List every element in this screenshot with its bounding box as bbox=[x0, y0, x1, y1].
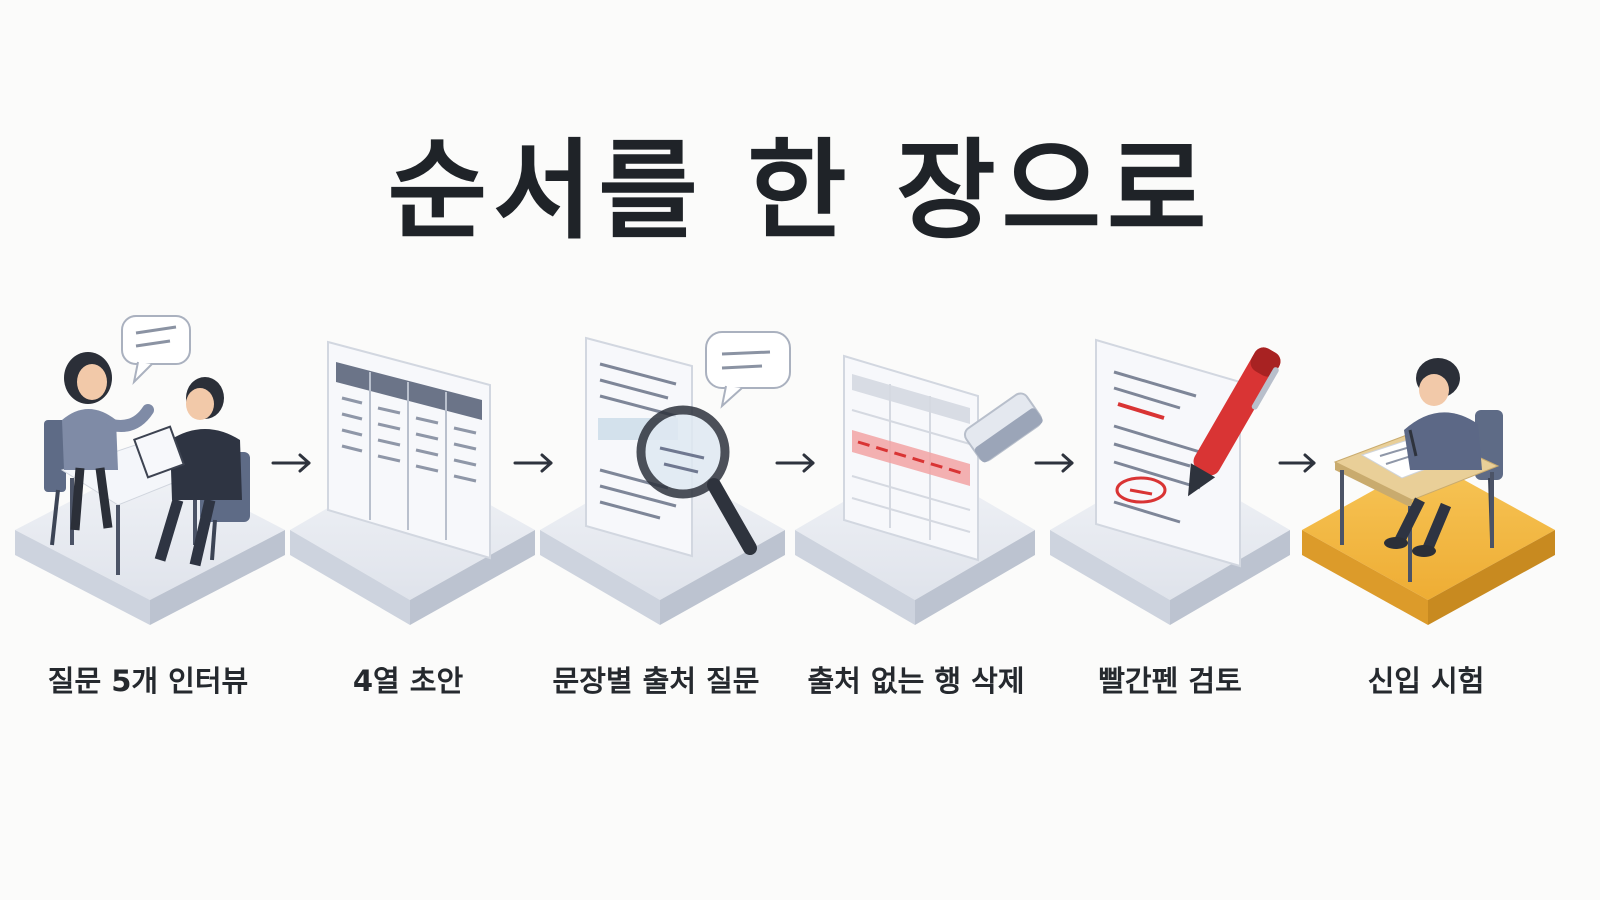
magnifier-document-icon bbox=[585, 331, 791, 558]
step-label-4: 출처 없는 행 삭제 bbox=[807, 664, 1025, 698]
step-label-1: 질문 5개 인터뷰 bbox=[47, 664, 249, 698]
step-label-5: 빨간펜 검토 bbox=[1098, 664, 1242, 698]
page-title: 순서를 한 장으로 bbox=[387, 129, 1213, 254]
right-arrow-icon bbox=[513, 453, 553, 473]
exam-student-icon bbox=[1333, 358, 1503, 582]
step-label-6: 신입 시험 bbox=[1367, 664, 1485, 698]
right-arrow-icon bbox=[1278, 453, 1316, 473]
eraser-table-icon bbox=[843, 354, 1043, 562]
step-label-2: 4열 초안 bbox=[352, 664, 464, 698]
step-6-platform bbox=[1302, 460, 1555, 625]
right-arrow-icon bbox=[271, 453, 311, 473]
interview-icon bbox=[44, 315, 250, 575]
red-pen-review-icon bbox=[1095, 338, 1281, 568]
four-column-draft-icon bbox=[327, 340, 491, 560]
right-arrow-icon bbox=[1034, 453, 1074, 473]
right-arrow-icon bbox=[775, 453, 815, 473]
step-label-3: 문장별 출처 질문 bbox=[552, 664, 760, 698]
